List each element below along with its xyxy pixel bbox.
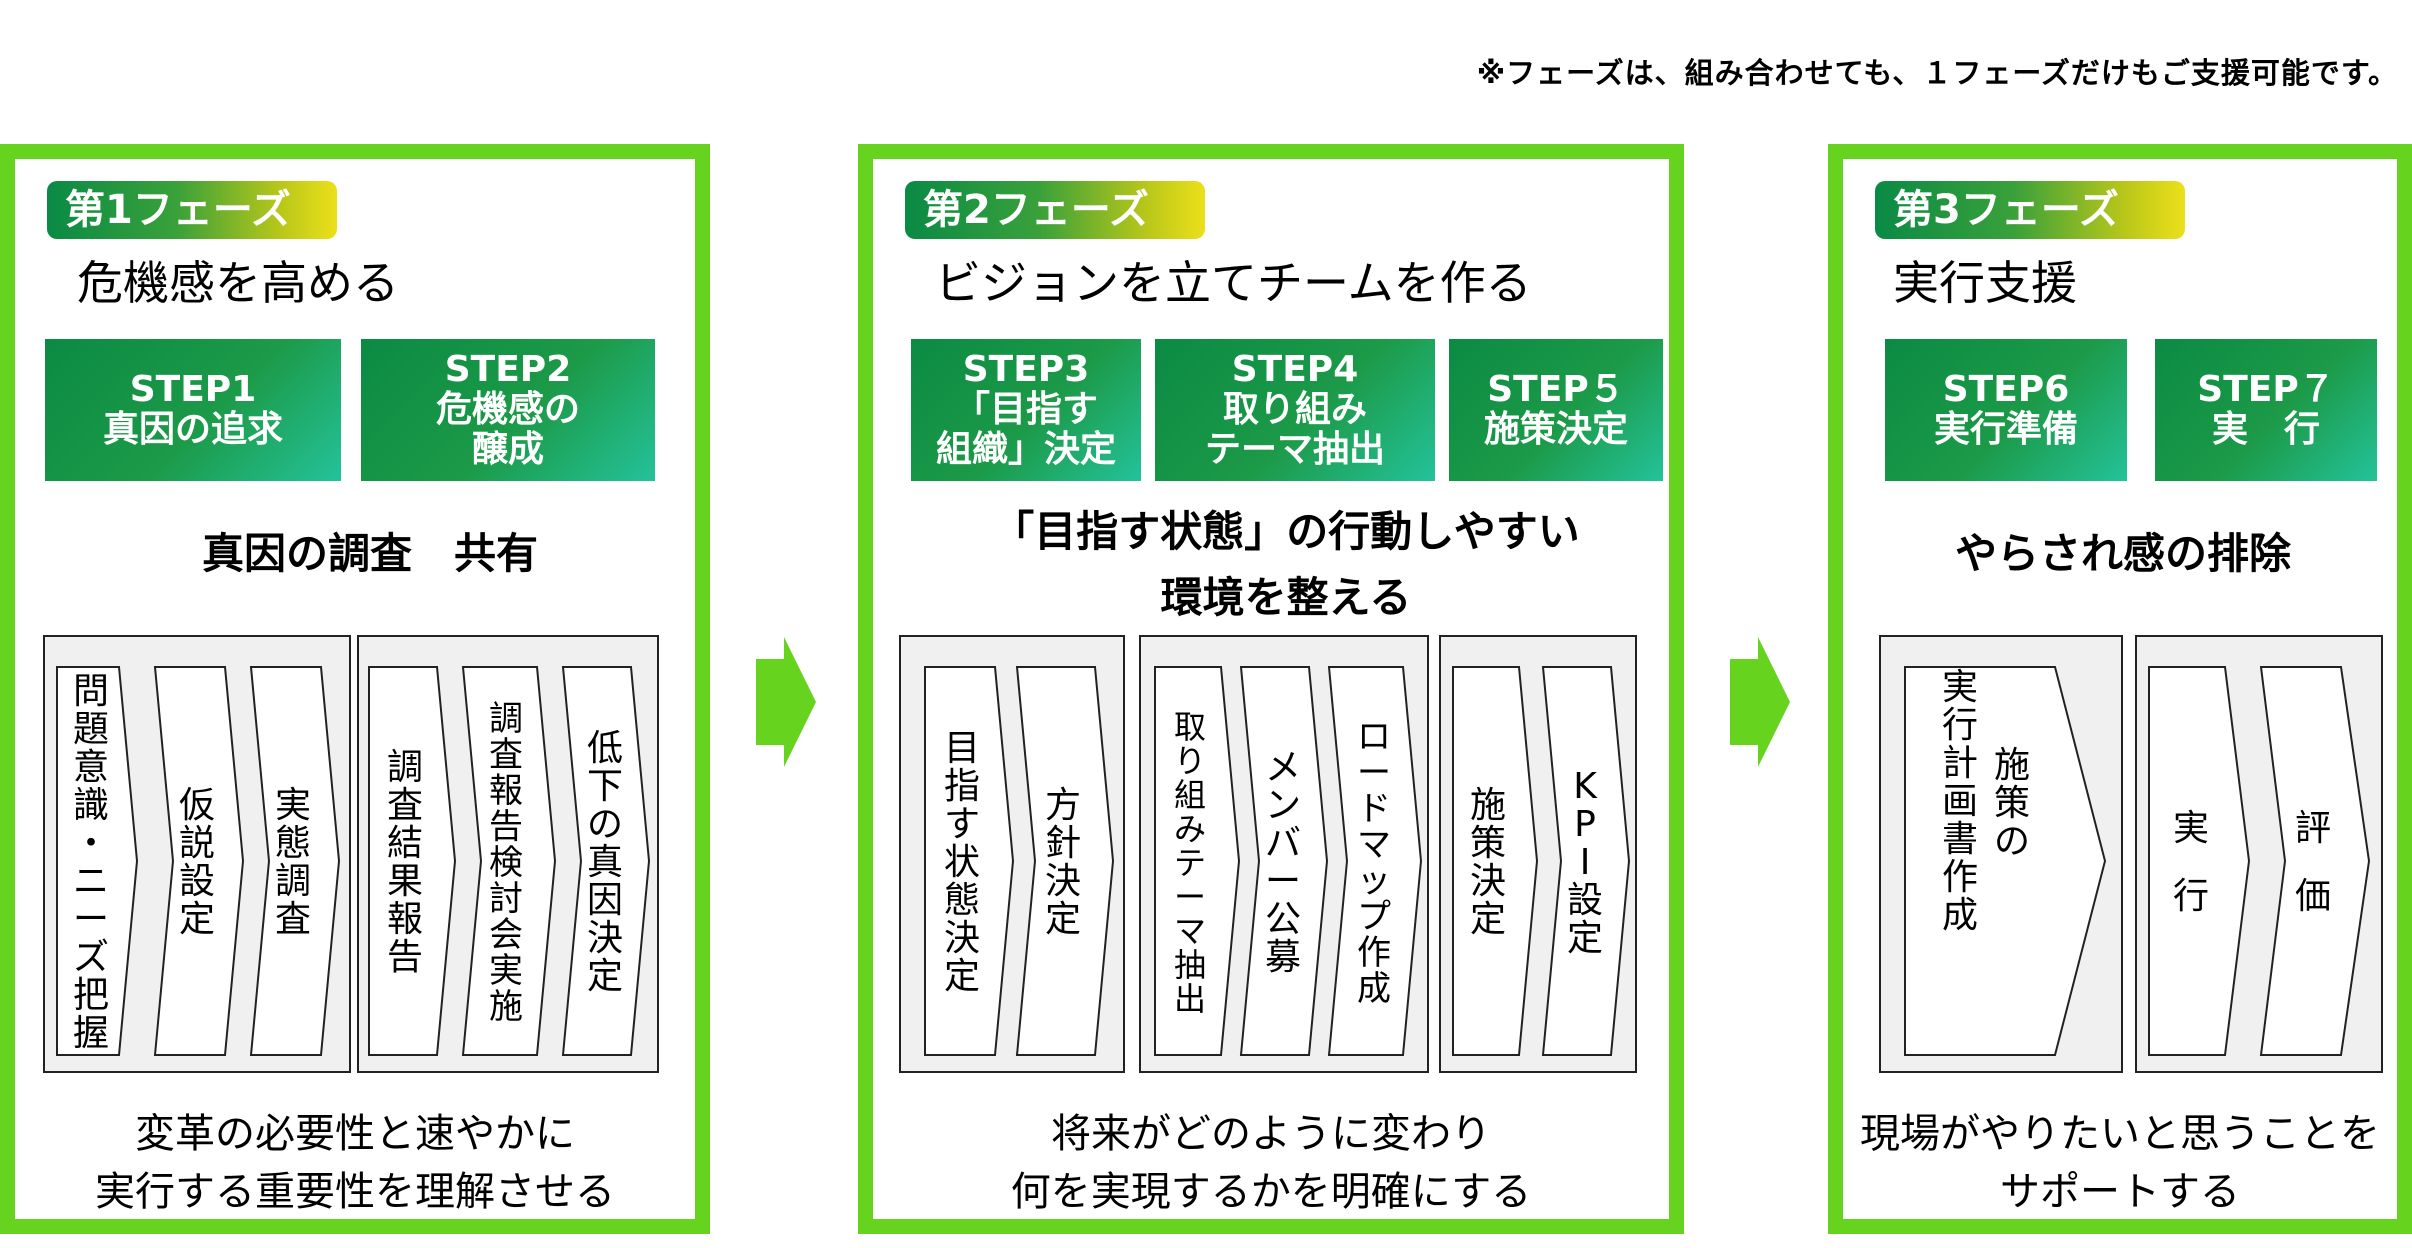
process-chevron: 目指す状態決定 — [924, 666, 1015, 1056]
chevron-label: 問題意識・ニーズ把握 — [72, 671, 109, 1054]
chevron-label: メンバー公募 — [1264, 747, 1301, 978]
process-chevron: メンバー公募 — [1239, 666, 1329, 1056]
chevron-label: 実態調査 — [274, 785, 311, 940]
phase-3-heading: やらされ感の排除 — [1954, 529, 2291, 578]
phase-1-heading: 真因の調査 共有 — [201, 529, 538, 578]
phase-arrow-right-icon — [756, 637, 816, 767]
phase-3-label: 第3フェーズ — [1875, 181, 2185, 239]
phase-1-title: 危機感を高める — [77, 256, 399, 310]
chevron-label: 調査結果報告 — [386, 747, 423, 978]
process-chevron: 調査結果報告 — [368, 666, 457, 1056]
chevron-label: 実行計画書作成 — [1941, 667, 1978, 936]
phase-2-panel: 第2フェーズ ビジョンを立てチームを作る STEP3 「目指す 組織」決定 ST… — [858, 144, 1684, 1234]
chevron-label: 施策決定 — [1469, 785, 1506, 940]
process-chevron: 評価 — [2259, 666, 2371, 1056]
phase-arrow-right-icon — [1730, 637, 1790, 767]
process-chevron: 施策決定 — [1452, 666, 1539, 1056]
step-7-box: STEP７ 実 行 — [2155, 339, 2377, 481]
phase-1-label: 第1フェーズ — [47, 181, 337, 239]
step-3-box: STEP3 「目指す 組織」決定 — [911, 339, 1141, 481]
phase-3-summary: 現場がやりたいと思うことを サポートする — [1860, 1111, 2380, 1215]
phase-1-summary: 変革の必要性と速やかに 実行する重要性を理解させる — [95, 1111, 615, 1215]
phase-2-summary: 将来がどのように変わり 何を実現するかを明確にする — [1010, 1111, 1532, 1215]
step-6-box: STEP6 実行準備 — [1885, 339, 2127, 481]
process-chevron: 実態調査 — [249, 666, 341, 1056]
phase-1-panel: 第1フェーズ 危機感を高める STEP1 真因の追求 STEP2 危機感の 醸成… — [0, 144, 710, 1234]
chevron-label: 方針決定 — [1044, 785, 1081, 940]
process-chevron: 調査報告検討会実施 — [461, 666, 557, 1056]
chevron-label: 実行 — [2172, 808, 2209, 917]
phase-3-title: 実行支援 — [1893, 256, 2077, 310]
chevron-label: 仮説設定 — [178, 785, 215, 940]
phase-3-panel: 第3フェーズ 実行支援 STEP6 実行準備 STEP７ 実 行 やらされ感の排… — [1828, 144, 2412, 1234]
chevron-label: 低下の真因決定 — [586, 728, 623, 997]
phase-2-label: 第2フェーズ — [905, 181, 1205, 239]
phase-2-heading: 「目指す状態」の行動しやすい 環境を整える — [992, 507, 1580, 622]
process-chevron: 仮説設定 — [153, 666, 245, 1056]
phase-2-title: ビジョンを立てチームを作る — [935, 256, 1532, 310]
process-chevron: 実行計画書作成 施策の — [1904, 666, 2107, 1056]
chevron-label: 施策の — [1993, 745, 2030, 862]
step-1-box: STEP1 真因の追求 — [45, 339, 341, 481]
chevron-label: 調査報告検討会実施 — [489, 699, 523, 1027]
chevron-label: 目指す状態決定 — [943, 728, 980, 997]
process-chevron: 取り組みテーマ抽出 — [1154, 666, 1241, 1056]
step-4-box: STEP4 取り組み テーマ抽出 — [1155, 339, 1435, 481]
process-chevron: 実行 — [2148, 666, 2251, 1056]
chevron-label: 取り組みテーマ抽出 — [1173, 708, 1206, 1018]
process-chevron: 低下の真因決定 — [561, 666, 651, 1056]
support-note: ※フェーズは、組み合わせても、１フェーズだけもご支援可能です。 — [1476, 56, 2398, 90]
chevron-label: ロードマップ作成 — [1357, 717, 1391, 1009]
step-5-box: STEP５ 施策決定 — [1449, 339, 1663, 481]
step-2-box: STEP2 危機感の 醸成 — [361, 339, 655, 481]
process-chevron: 問題意識・ニーズ把握 — [56, 666, 139, 1056]
process-chevron: 方針決定 — [1015, 666, 1115, 1056]
process-chevron: ロードマップ作成 — [1327, 666, 1423, 1056]
chevron-label: 評価 — [2294, 808, 2331, 917]
